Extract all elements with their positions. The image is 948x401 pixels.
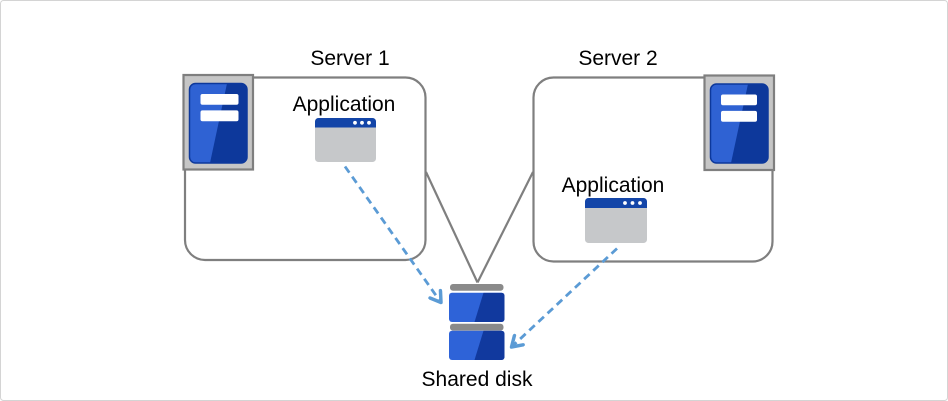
server1-tower-bay [200, 94, 239, 105]
disk-stack-icon [449, 284, 505, 360]
disk-top-bar [450, 284, 504, 291]
server2-tower-bay [721, 110, 757, 122]
app1-window-titlebar [315, 118, 376, 128]
server2-label: Server 2 [578, 47, 657, 70]
server2-tower-shade [731, 84, 768, 163]
app2-window-titlebar [585, 198, 647, 208]
server-tower-icon [703, 74, 776, 172]
titlebar-dot [630, 201, 635, 205]
app-window-icon [315, 118, 376, 162]
titlebar-dot [367, 120, 371, 125]
connector-server2-disk [476, 171, 534, 283]
titlebar-dot [623, 201, 627, 205]
server-tower-icon [182, 73, 255, 171]
titlebar-dot [360, 120, 364, 125]
server1-tower-bay [200, 110, 239, 122]
titlebar-dot [638, 201, 642, 205]
application1-label: Application [293, 93, 396, 116]
disk-middle-bar [450, 323, 504, 331]
application2-label: Application [562, 174, 665, 197]
titlebar-dot [353, 120, 357, 125]
app2-window-body [585, 198, 647, 243]
disk-platter-1-shade [474, 292, 505, 322]
disk-platter-2-shade [474, 330, 505, 360]
app-window-icon [585, 198, 647, 243]
arrow-app1-to-disk [343, 165, 441, 303]
server2-tower-bay [721, 94, 757, 106]
shared-disk-label: Shared disk [422, 368, 533, 391]
app1-window-body [315, 118, 376, 162]
connector-server1-disk [425, 171, 479, 283]
server1-label: Server 1 [310, 47, 389, 70]
